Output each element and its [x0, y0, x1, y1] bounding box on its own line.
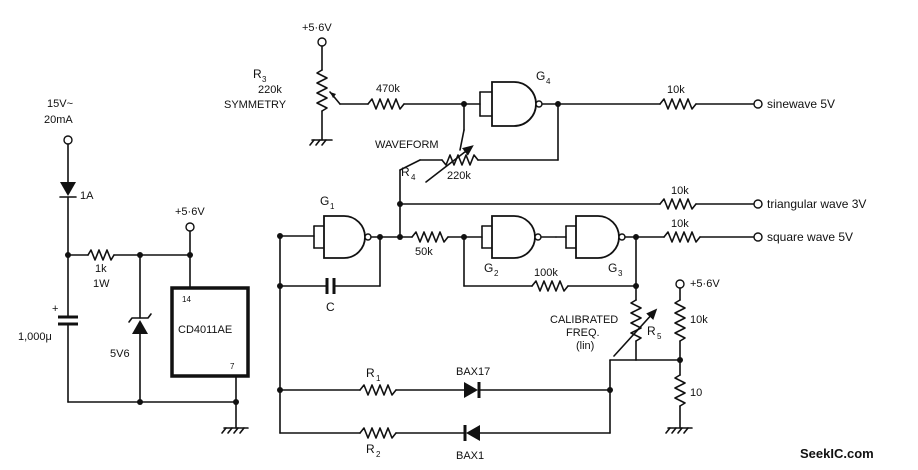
power-supply-section: 15V~ 20mA 1A 1k 1W + 1,000μ 5V6 +5·6V [18, 98, 250, 434]
ground-symbol-r3 [309, 139, 333, 146]
diode-bax1 [466, 425, 480, 441]
resistor-1k [87, 249, 115, 261]
symmetry-section: +5·6V R 3 220k SYMMETRY 470k [224, 22, 481, 146]
r4-value-label: 220k [447, 170, 471, 182]
zener-diode [132, 320, 148, 334]
r5-function-line2: FREQ. [566, 327, 600, 339]
resistor-10-bias-label: 10 [690, 387, 702, 399]
triangle-output-label: triangular wave 3V [767, 197, 866, 211]
sine-output-terminal [753, 99, 763, 109]
input-current-label: 20mA [44, 114, 73, 126]
diode-rating-label: 1A [80, 190, 94, 202]
r3-rail-label: +5·6V [302, 22, 332, 34]
resistor-r1 [359, 384, 397, 396]
g1-label: G [320, 194, 329, 208]
resistor-50k-label: 50k [415, 246, 433, 258]
diode-bax1-label: BAX1 [456, 450, 484, 462]
diode-bax17-label: BAX17 [456, 366, 490, 378]
r4-function-label: WAVEFORM [375, 139, 439, 151]
resistor-r2 [359, 427, 397, 439]
zener-label: 5V6 [110, 348, 130, 360]
r2-sub-label: 2 [376, 450, 381, 459]
gate-g2: G 2 [463, 215, 557, 278]
resistor-470k-label: 470k [376, 83, 400, 95]
potentiometer-r3 [316, 69, 328, 112]
gate-g3: G 3 [555, 215, 639, 278]
resistor-10k-square-label: 10k [671, 218, 689, 230]
r5-function-line1: CALIBRATED [550, 314, 618, 326]
r5-sub-label: 5 [657, 332, 662, 341]
resistor-1k-label: 1k [95, 263, 107, 275]
g1-sub-label: 1 [330, 202, 335, 211]
r4-label: R [401, 165, 410, 179]
capacitor-polarity: + [52, 303, 58, 315]
rectifier-diode [60, 182, 76, 196]
bias-rail-label: +5·6V [690, 278, 720, 290]
r1-label: R [366, 366, 375, 380]
ground-symbol-bias [665, 427, 693, 434]
resistor-10k-bias-label: 10k [690, 314, 708, 326]
g2-label: G [484, 261, 493, 275]
resistor-50k [411, 231, 449, 243]
g2-sub-label: 2 [494, 269, 499, 278]
resistor-10k-square [663, 231, 701, 243]
potentiometer-r4 [441, 154, 479, 166]
g3-sub-label: 3 [618, 269, 623, 278]
resistor-10k-sine-label: 10k [667, 84, 685, 96]
ic-name-label: CD4011AE [178, 324, 232, 336]
capacitor-c-label: C [326, 300, 335, 314]
square-output-terminal [753, 232, 763, 242]
g4-sub-label: 4 [546, 77, 551, 86]
resistor-1w-label: 1W [93, 278, 110, 290]
ic-rail-label: +5·6V [175, 206, 205, 218]
g3-label: G [608, 261, 617, 275]
watermark: SeekIC.com [800, 446, 874, 461]
diode-bax17 [464, 382, 478, 398]
r2-label: R [366, 442, 375, 456]
input-terminal [63, 135, 73, 145]
ground-symbol-supply [221, 427, 249, 434]
r3-value-label: 220k [258, 84, 282, 96]
frequency-section: CALIBRATED FREQ. (lin) R 5 +5·6V 10k 10 [550, 278, 720, 434]
r5-label: R [647, 324, 656, 338]
g4-label: G [536, 69, 545, 83]
r1-sub-label: 1 [376, 374, 381, 383]
square-output-label: square wave 5V [767, 230, 853, 244]
sine-output-label: sinewave 5V [767, 97, 835, 111]
waveform-section: WAVEFORM R 4 220k [375, 103, 559, 205]
resistor-100k [531, 280, 569, 292]
r5-function-line3: (lin) [576, 340, 594, 352]
resistor-10k-sine [659, 98, 697, 110]
r4-sub-label: 4 [411, 173, 416, 182]
gate-g4: G 4 [479, 69, 561, 127]
ic-pin7-label: 7 [230, 362, 235, 371]
potentiometer-r5 [630, 299, 642, 342]
ic-pin14-label: 14 [182, 295, 191, 304]
triangle-output-terminal [753, 199, 763, 209]
r3-sub-label: 3 [262, 75, 267, 84]
input-voltage-label: 15V~ [47, 98, 73, 110]
resistor-470k [367, 98, 405, 110]
resistor-10k-triangle-label: 10k [671, 185, 689, 197]
gate-g1: G 1 [279, 194, 383, 259]
ic-cd4011ae [170, 286, 250, 378]
r3-label: R [253, 67, 262, 81]
r3-function-label: SYMMETRY [224, 99, 287, 111]
resistor-10k-bias [674, 299, 686, 342]
capacitor-value-label: 1,000μ [18, 331, 52, 343]
resistor-10k-triangle [659, 198, 697, 210]
resistor-10-bias [674, 374, 686, 407]
resistor-100k-label: 100k [534, 267, 558, 279]
